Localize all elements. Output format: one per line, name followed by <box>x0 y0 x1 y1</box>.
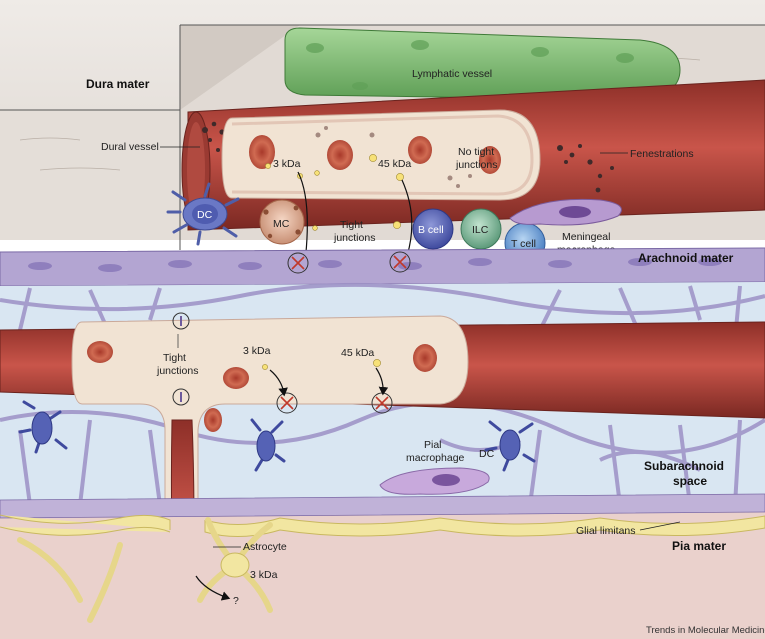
dendritic-cell-left <box>18 400 68 454</box>
blocked-marker <box>375 396 389 410</box>
glial-limitans-label: Glial limitans <box>576 525 636 537</box>
b-cell: B cell <box>412 208 454 250</box>
junction-marker <box>389 251 411 273</box>
question-mark-label: ? <box>233 595 239 607</box>
kda-3-bottom-label: 3 kDa <box>250 569 278 581</box>
b-cell-label: B cell <box>418 224 444 236</box>
tight-junctions-mid-label-1: Tight <box>163 352 186 364</box>
kda-45-top-label: 45 kDa <box>378 158 411 170</box>
mc-label: MC <box>273 218 290 230</box>
junction-marker <box>172 312 190 330</box>
arachnoid-trabeculae <box>0 282 765 506</box>
astrocyte <box>17 517 273 623</box>
pial-macrophage-label-1: Pial <box>424 439 442 451</box>
red-blood-cell <box>223 367 249 389</box>
kda-45-mid-label: 45 kDa <box>341 347 374 359</box>
dc-mid-label: DC <box>479 448 495 460</box>
tight-junctions-mid-label-2: junctions <box>156 365 198 377</box>
tight-junctions-top-label-1: Tight <box>340 219 363 231</box>
pia-mater-label: Pia mater <box>672 539 726 553</box>
blocked-marker <box>393 255 407 269</box>
red-blood-cell <box>327 140 353 170</box>
dura-slab-left <box>0 110 180 240</box>
dendritic-cell-top: DC <box>166 182 240 246</box>
subarachnoid-label-1: Subarachnoid <box>644 459 724 473</box>
arachnoid-mater-label: Arachnoid mater <box>638 251 734 265</box>
lymphatic-vessel <box>284 27 681 101</box>
no-tight-junctions-label-1: No tight <box>458 146 494 158</box>
dendritic-cell-center <box>250 418 286 472</box>
dura-slab-top <box>180 25 300 110</box>
red-blood-cell <box>479 146 501 174</box>
dendritic-cell-right <box>484 420 536 472</box>
junction-marker <box>172 388 190 406</box>
arachnoid-mater-layer <box>0 247 765 287</box>
t-cell-label: T cell <box>511 238 536 250</box>
dural-vessel-label: Dural vessel <box>101 141 159 153</box>
lymphatic-vessel-label: Lymphatic vessel <box>412 68 492 80</box>
meningeal-macrophage-label-1: Meningeal <box>562 231 610 243</box>
red-blood-cell <box>204 408 222 432</box>
pial-macrophage-label-2: macrophage <box>406 452 465 464</box>
blocked-marker <box>291 256 305 270</box>
red-blood-cell <box>408 136 432 164</box>
dc-top-label: DC <box>197 209 213 221</box>
red-blood-cell <box>249 135 275 169</box>
pial-macrophage <box>379 467 490 495</box>
kda-3-mid-label: 3 kDa <box>243 345 271 357</box>
mast-cell: MC <box>259 199 305 245</box>
arachnoid-cells <box>28 258 722 272</box>
fenestrations-label: Fenestrations <box>630 148 694 160</box>
credit-label: Trends in Molecular Medicine <box>646 625 765 636</box>
red-blood-cell <box>413 344 437 372</box>
subarachnoid-label-2: space <box>673 474 707 488</box>
fenestration-pores <box>202 121 614 193</box>
astrocyte-label: Astrocyte <box>243 541 287 553</box>
pia-mater-layer <box>0 493 765 519</box>
no-tight-junctions-label-2: junctions <box>455 159 497 171</box>
ilc-cell: ILC <box>460 208 502 250</box>
tight-junctions-top-label-2: junctions <box>333 232 375 244</box>
tracer-dots <box>265 154 404 231</box>
dura-mater-label: Dura mater <box>86 77 150 91</box>
blocked-marker <box>280 396 294 410</box>
junction-marker <box>287 252 309 274</box>
glial-limitans <box>0 514 765 538</box>
kda-3-top-label: 3 kDa <box>273 158 301 170</box>
red-blood-cell <box>87 341 113 363</box>
ilc-label: ILC <box>472 224 489 236</box>
